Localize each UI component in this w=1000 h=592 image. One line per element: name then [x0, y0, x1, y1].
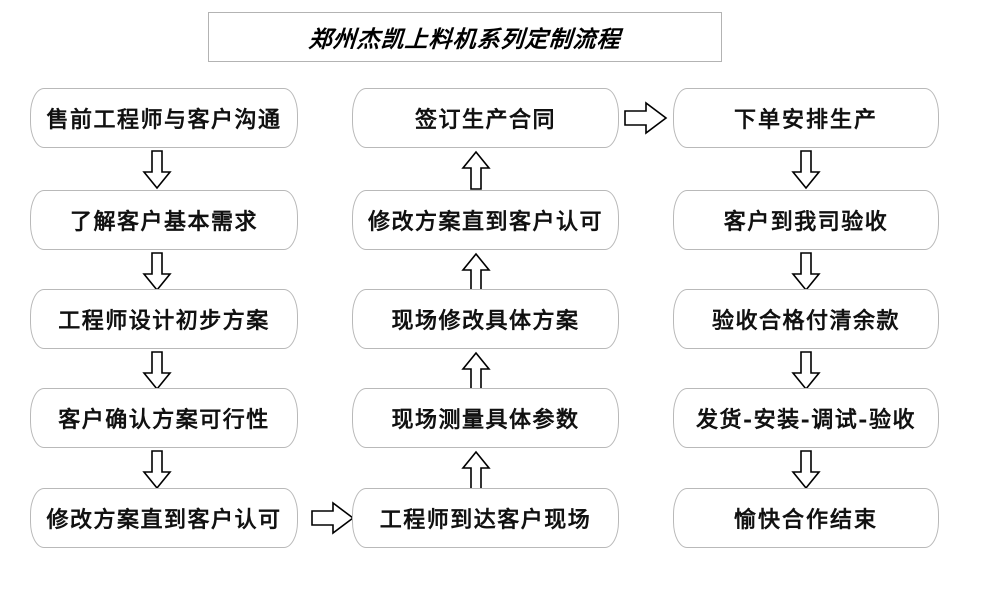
arrow-up-icon — [461, 252, 491, 292]
arrow-down-icon — [791, 150, 821, 190]
arrow-down-icon — [791, 351, 821, 391]
flow-node-label: 了解客户基本需求 — [69, 209, 258, 235]
arrow-up-icon — [461, 351, 491, 391]
flow-node-label: 售前工程师与客户沟通 — [46, 107, 282, 133]
arrow-down-icon — [142, 450, 172, 490]
arrow-down-icon — [142, 351, 172, 391]
flow-node-label: 工程师到达客户现场 — [379, 507, 592, 533]
flow-node-onsite-measure-parameters[interactable]: 现场测量具体参数 — [352, 388, 619, 448]
flow-node-onsite-revise-plan[interactable]: 现场修改具体方案 — [352, 289, 619, 349]
flow-node-place-order-schedule-production[interactable]: 下单安排生产 — [673, 88, 939, 148]
flow-node-label: 愉快合作结束 — [733, 507, 878, 533]
flow-node-label: 修改方案直到客户认可 — [46, 507, 282, 533]
flow-node-label: 修改方案直到客户认可 — [367, 209, 603, 235]
flow-node-revise-until-approved-2[interactable]: 修改方案直到客户认可 — [352, 190, 619, 250]
flow-node-engineer-arrives-onsite[interactable]: 工程师到达客户现场 — [352, 488, 619, 548]
flow-node-sign-production-contract[interactable]: 签订生产合同 — [352, 88, 619, 148]
flow-node-sales-engineer-communicate[interactable]: 售前工程师与客户沟通 — [30, 88, 298, 148]
arrow-right-icon — [624, 100, 668, 136]
arrow-down-icon — [791, 450, 821, 490]
arrow-down-icon — [142, 252, 172, 292]
flow-node-revise-until-approved-1[interactable]: 修改方案直到客户认可 — [30, 488, 298, 548]
flow-node-label: 工程师设计初步方案 — [58, 308, 270, 334]
flow-node-label: 客户确认方案可行性 — [58, 407, 270, 433]
flow-node-customer-confirm-feasibility[interactable]: 客户确认方案可行性 — [30, 388, 298, 448]
arrow-up-icon — [461, 150, 491, 190]
diagram-title-box: 郑州杰凯上料机系列定制流程 — [208, 12, 722, 62]
flow-node-label: 现场修改具体方案 — [391, 308, 580, 334]
arrow-down-icon — [791, 252, 821, 292]
flow-node-happy-cooperation-end[interactable]: 愉快合作结束 — [673, 488, 939, 548]
arrow-right-icon — [311, 500, 355, 536]
flow-node-engineer-initial-design[interactable]: 工程师设计初步方案 — [30, 289, 298, 349]
arrow-up-icon — [461, 450, 491, 490]
flow-node-label: 签订生产合同 — [414, 107, 556, 133]
diagram-title: 郑州杰凯上料机系列定制流程 — [307, 26, 622, 53]
flow-node-label: 发货-安装-调试-验收 — [696, 407, 916, 433]
arrow-down-icon — [142, 150, 172, 190]
flow-node-label: 下单安排生产 — [733, 107, 878, 133]
flow-node-label: 客户到我司验收 — [723, 209, 889, 235]
flow-node-understand-basic-needs[interactable]: 了解客户基本需求 — [30, 190, 298, 250]
flow-node-label: 现场测量具体参数 — [391, 407, 580, 433]
flow-node-label: 验收合格付清余款 — [711, 308, 900, 334]
flow-node-pay-balance-after-acceptance[interactable]: 验收合格付清余款 — [673, 289, 939, 349]
flow-node-ship-install-commission-accept[interactable]: 发货-安装-调试-验收 — [673, 388, 939, 448]
flow-node-customer-inspection-at-factory[interactable]: 客户到我司验收 — [673, 190, 939, 250]
